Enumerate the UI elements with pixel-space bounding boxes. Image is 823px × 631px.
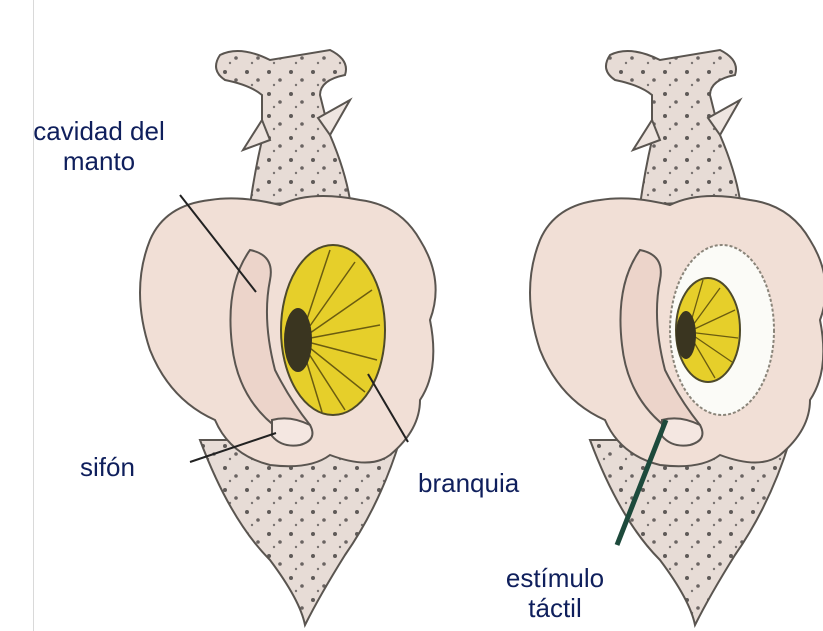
right-siphon	[662, 418, 702, 445]
left-siphon	[272, 418, 312, 445]
mantle-cavity-label: cavidad del manto	[4, 116, 194, 176]
siphon-label: sifón	[80, 452, 135, 482]
right-aplysia	[530, 50, 823, 625]
right-gill-base	[676, 311, 696, 359]
tactile-stimulus-label: estímulo táctil	[480, 563, 630, 623]
gill-label: branquia	[418, 468, 519, 498]
mantle-cavity-label-line1: cavidad del	[4, 116, 194, 146]
left-tail	[200, 440, 400, 625]
mantle-cavity-label-line2: manto	[4, 146, 194, 176]
left-gill-base	[284, 308, 312, 372]
tactile-stimulus-label-line2: táctil	[480, 593, 630, 623]
tactile-stimulus-label-line1: estímulo	[480, 563, 630, 593]
